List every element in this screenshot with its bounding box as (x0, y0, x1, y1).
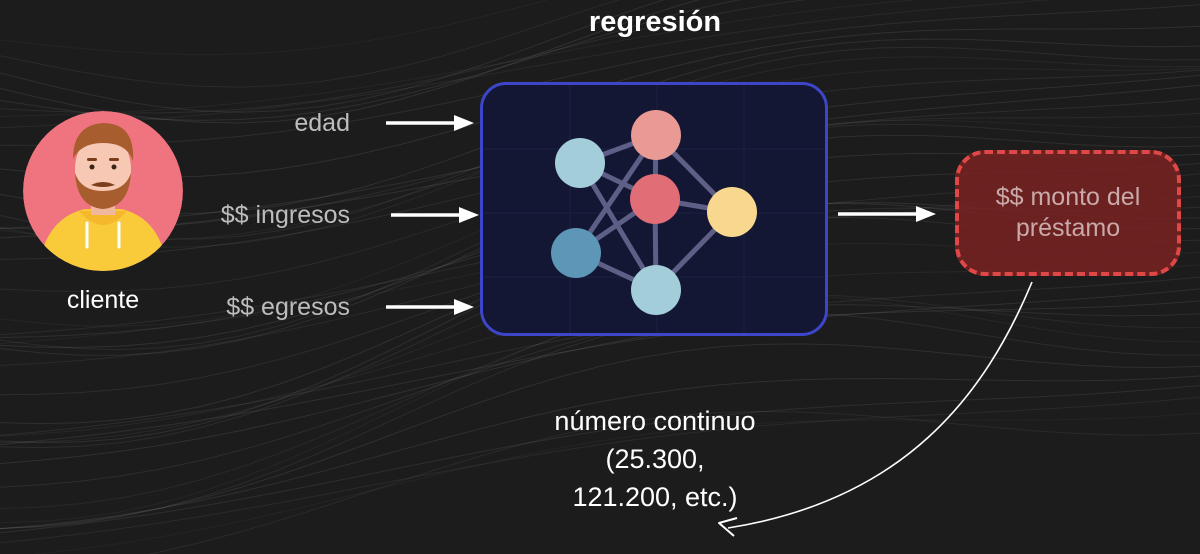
input-node-1 (555, 138, 605, 188)
note-line: número continuo (554, 406, 756, 436)
output-node (707, 187, 757, 237)
hidden-node-3 (631, 265, 681, 315)
input-node-2 (551, 228, 601, 278)
note-line: 121.200, etc.) (572, 482, 738, 512)
output-label: $$ monto del préstamo (995, 183, 1141, 242)
hidden-node-2 (630, 174, 680, 224)
arrow-right-icon (386, 299, 474, 315)
person-avatar-icon (23, 111, 183, 271)
arrow-right-icon (391, 207, 479, 223)
neural-network-icon (483, 85, 825, 333)
note-line: (25.300, (605, 444, 705, 474)
continuous-number-note: número continuo (25.300, 121.200, etc.) (500, 402, 810, 516)
arrow-right-icon (386, 115, 474, 131)
client-label: cliente (66, 286, 140, 314)
input-label-expenses: $$ egresos (226, 293, 350, 321)
model-box (480, 82, 828, 336)
diagram-title: regresión (588, 6, 722, 38)
output-box: $$ monto del préstamo (955, 150, 1181, 276)
arrow-right-icon (838, 206, 936, 222)
input-label-income: $$ ingresos (220, 201, 350, 229)
input-label-age: edad (294, 109, 350, 137)
hidden-node-1 (631, 110, 681, 160)
